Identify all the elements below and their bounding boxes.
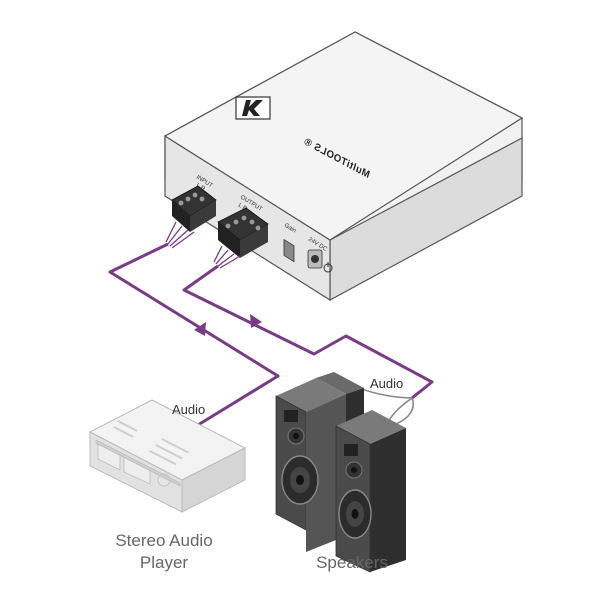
power-jack[interactable] [307,249,323,269]
speakers-caption: Speakers [316,553,388,572]
input-terminal-block[interactable] [171,185,217,232]
speaker-front [335,410,406,573]
player-caption-line2: Player [140,553,189,572]
input-direction-arrow [194,322,206,336]
power-icon [323,262,333,273]
output-cable [182,264,434,400]
stereo-audio-player [88,399,247,513]
device-lid [163,31,524,241]
audio-cables [108,242,434,430]
player-caption-line1: Stereo Audio [115,531,212,550]
gain-switch[interactable] [283,238,295,263]
terminal-wires [165,221,241,269]
speakers [275,372,406,573]
output-pins-label: L R [237,203,248,213]
input-cable [108,242,280,430]
gain-label: Gain [283,223,297,235]
multitools-device: MultiTOOLS ® INPUT L R OUTPUT L R Gain 2… [163,31,524,302]
audio-label-speakers: Audio [370,376,403,391]
output-terminal-block[interactable] [217,207,269,258]
audio-label-player: Audio [172,402,205,417]
output-direction-arrow [250,314,262,328]
kramer-logo-icon [235,96,271,120]
